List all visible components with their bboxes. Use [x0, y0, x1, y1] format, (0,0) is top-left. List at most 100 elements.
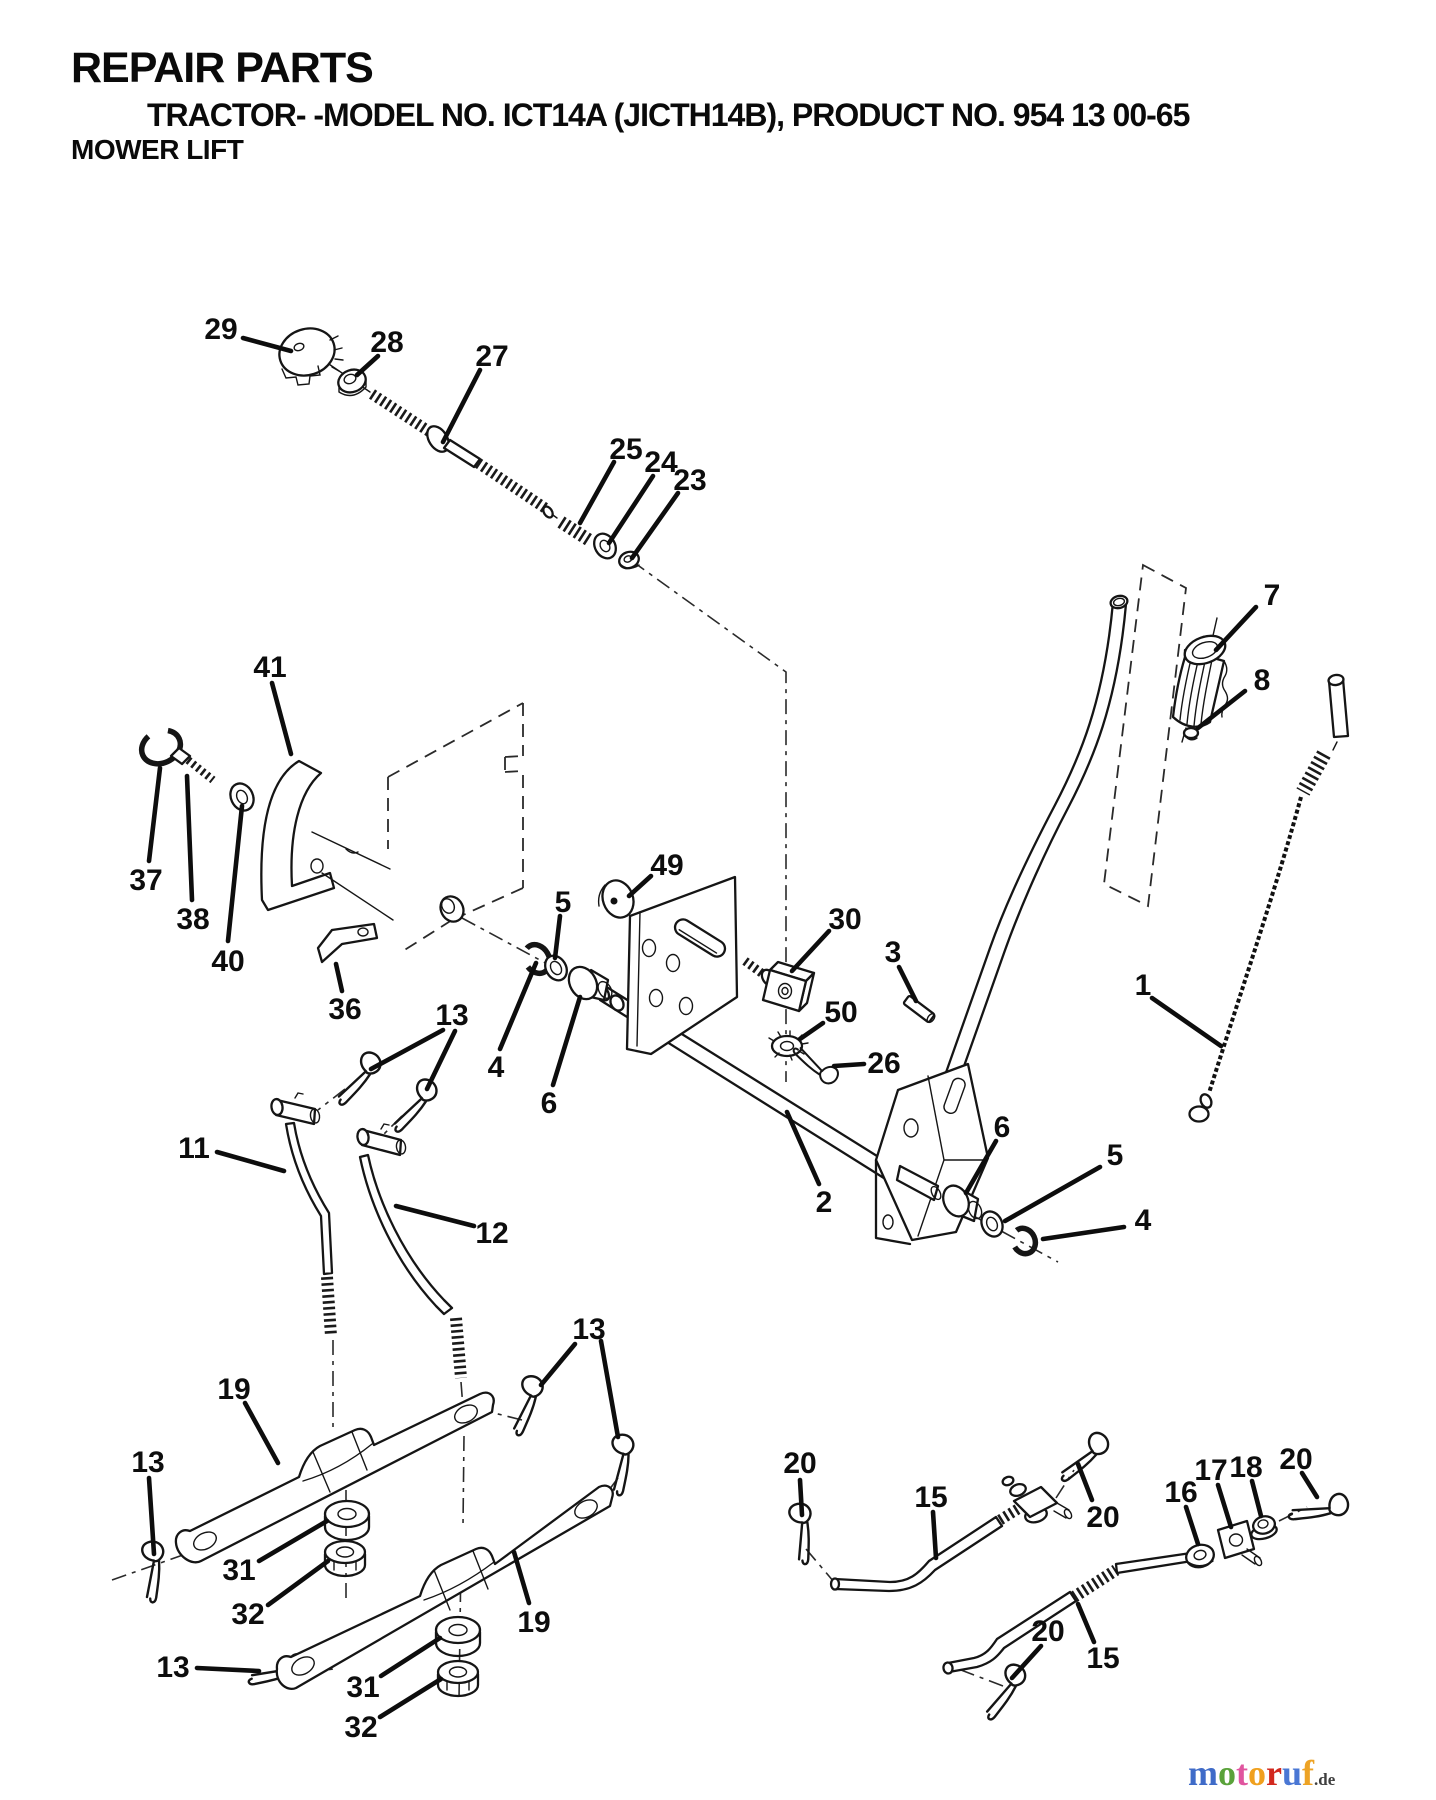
callout-leader-27 — [440, 367, 483, 445]
callout-1: 1 — [1135, 969, 1152, 1002]
part-20-hairpin — [983, 1660, 1030, 1727]
callout-leader-13 — [146, 1475, 157, 1557]
callout-leader-13 — [538, 1341, 578, 1388]
part-11-lift-link — [270, 1092, 337, 1337]
callout-11: 11 — [178, 1132, 210, 1165]
part-17-trunnion — [1216, 1519, 1263, 1567]
callout-leader-4 — [497, 960, 539, 1052]
callout-leader-15 — [930, 1509, 939, 1561]
callout-6: 6 — [541, 1087, 558, 1120]
part-19-lift-arm-lower — [275, 1484, 614, 1691]
part-1-cable — [1188, 673, 1350, 1123]
part-12-lift-link — [356, 1123, 467, 1379]
callout-leader-18 — [1249, 1478, 1264, 1519]
part-4-retaining-ring-left — [521, 941, 553, 977]
callout-38: 38 — [176, 903, 209, 936]
callout-leader-29 — [240, 335, 294, 354]
callout-13: 13 — [435, 999, 468, 1032]
section-label: MOWER LIFT — [71, 134, 244, 165]
callout-12: 12 — [475, 1217, 508, 1250]
watermark-letter: u — [1281, 1753, 1303, 1793]
callout-32: 32 — [344, 1711, 377, 1744]
part-40-washer — [229, 782, 255, 812]
callout-5: 5 — [555, 886, 572, 919]
callout-leader-26 — [831, 1061, 867, 1069]
callout-2: 2 — [816, 1186, 833, 1219]
part-5-washer-right — [980, 1210, 1004, 1238]
callout-20: 20 — [1279, 1443, 1312, 1476]
callout-leader-38 — [184, 773, 195, 903]
callout-50: 50 — [824, 996, 857, 1029]
callout-leader-17 — [1215, 1482, 1234, 1530]
callout-28: 28 — [370, 326, 403, 359]
callout-36: 36 — [328, 993, 361, 1026]
part-5-washer-left — [544, 954, 568, 982]
callout-29: 29 — [204, 313, 237, 346]
part-handle-tube — [941, 594, 1129, 1088]
callout-31: 31 — [346, 1671, 379, 1704]
watermark-suffix: .de — [1314, 1770, 1336, 1789]
callout-leader-13 — [598, 1338, 621, 1440]
callout-5: 5 — [1107, 1139, 1124, 1172]
callout-leader-30 — [789, 928, 832, 974]
callout-18: 18 — [1229, 1451, 1262, 1484]
callout-leader-4 — [1040, 1224, 1127, 1242]
model-subtitle: TRACTOR- -MODEL NO. ICT14A (JICTH14B), P… — [147, 97, 1190, 133]
lift-plate — [625, 875, 739, 1056]
callout-19: 19 — [217, 1373, 250, 1406]
callout-leader-16 — [1183, 1504, 1201, 1547]
callout-leader-5 — [1002, 1164, 1103, 1224]
callout-leader-13 — [424, 1028, 458, 1092]
callout-leader-13 — [368, 1027, 446, 1072]
callout-13: 13 — [572, 1313, 605, 1346]
watermark-letter: o — [1218, 1753, 1236, 1793]
part-6-bushing-right — [942, 1184, 983, 1223]
callout-leader-49 — [626, 873, 654, 899]
callout-leader-5 — [552, 913, 563, 961]
callout-20: 20 — [783, 1447, 816, 1480]
callout-26: 26 — [867, 1047, 900, 1080]
watermark-letter: f — [1302, 1753, 1315, 1793]
part-15-lift-rod-upper — [829, 1475, 1073, 1593]
part-32-nut-lower — [436, 1659, 480, 1698]
callout-17: 17 — [1194, 1454, 1227, 1487]
part-49-disc — [597, 879, 635, 919]
part-8-button — [1182, 726, 1200, 741]
callout-leader-37 — [146, 765, 163, 864]
part-3-roll-pin — [902, 995, 936, 1024]
callout-leader-28 — [354, 353, 381, 378]
part-7-grip — [1171, 617, 1229, 743]
callout-6: 6 — [994, 1111, 1011, 1144]
callout-13: 13 — [156, 1651, 189, 1684]
part-20-hairpin — [784, 1500, 824, 1567]
part-32-nut-upper — [323, 1539, 367, 1578]
page-title: REPAIR PARTS — [71, 44, 374, 92]
part-29-knob — [278, 327, 344, 386]
part-25-spring — [557, 516, 593, 546]
part-37-ring — [138, 727, 184, 767]
part-16-nut — [1185, 1543, 1215, 1569]
callout-leader-32 — [377, 1676, 444, 1720]
part-30-bolt — [742, 957, 816, 1013]
callout-leader-50 — [797, 1020, 826, 1042]
part-19-lift-arm-upper — [174, 1391, 495, 1564]
phantom-handle-position — [1103, 563, 1187, 908]
callout-leader-20 — [797, 1477, 805, 1518]
callout-30: 30 — [828, 903, 861, 936]
callout-13: 13 — [131, 1446, 164, 1479]
part-13-hairpin — [390, 1074, 442, 1141]
part-15-lift-rod-lower — [942, 1551, 1194, 1675]
part-13-hairpin — [334, 1047, 386, 1114]
part-31-washer-lower — [434, 1615, 482, 1658]
watermark-letter: r — [1266, 1753, 1282, 1793]
part-38-bolt — [169, 746, 216, 784]
part-6-bushing-left — [567, 965, 613, 1002]
callout-leader-24 — [606, 473, 656, 546]
watermark-letter: m — [1188, 1753, 1218, 1793]
callout-8: 8 — [1254, 664, 1271, 697]
callout-leader-2 — [784, 1109, 822, 1187]
callout-49: 49 — [650, 849, 683, 882]
